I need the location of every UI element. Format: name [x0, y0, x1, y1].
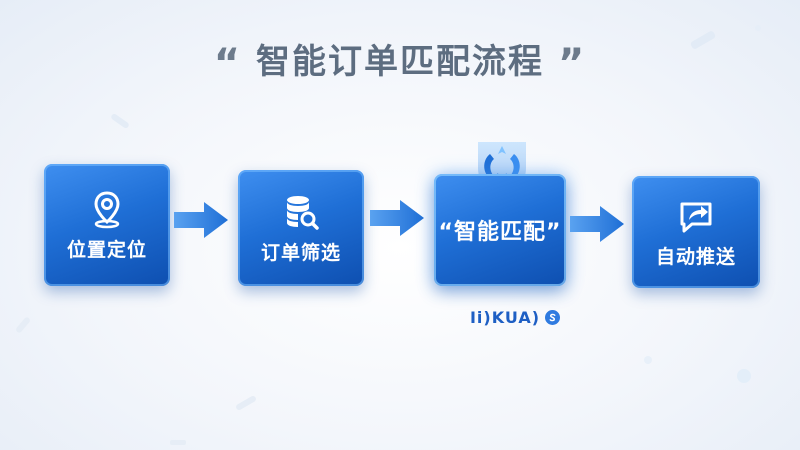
- brand-logo: Ii)KUA): [460, 308, 570, 327]
- step-smart-match-box: “智能匹配”: [434, 174, 566, 286]
- step-location-label: 位置定位: [66, 238, 147, 261]
- location-pin-icon: [94, 190, 120, 228]
- title-open-quote: “: [213, 41, 242, 87]
- arrow-right-icon: [370, 200, 424, 236]
- step-order-filter-box: 订单筛选: [238, 170, 364, 286]
- step-location-box: 位置定位: [44, 164, 170, 286]
- share-message-icon: [680, 202, 712, 232]
- step-order-filter-label: 订单筛选: [260, 241, 341, 264]
- step-auto-push-label: 自动推送: [655, 245, 736, 268]
- arrow-right-icon: [174, 202, 228, 238]
- title-close-quote: ”: [558, 41, 587, 87]
- database-search-icon: [287, 195, 319, 230]
- page-title: “ 智能订单匹配流程 ”: [0, 34, 800, 87]
- s-badge-icon: [545, 310, 561, 325]
- step-auto-push-box: 自动推送: [632, 176, 760, 288]
- arrow-right-icon: [570, 206, 624, 242]
- step-smart-match-label: “智能匹配”: [438, 220, 562, 245]
- brand-text: Ii)KUA): [469, 308, 541, 327]
- title-text: 智能订单匹配流程: [256, 42, 544, 82]
